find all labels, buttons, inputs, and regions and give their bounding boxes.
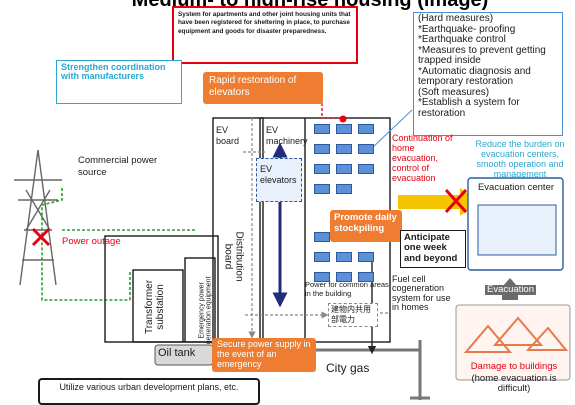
ev-board-label: EV board <box>216 125 240 146</box>
red-pointer-dot <box>339 115 347 123</box>
damage-note: (home evacuation is difficult) <box>471 373 557 395</box>
rapid-restoration-callout: Rapid restoration of elevators <box>203 72 323 104</box>
secure-power-callout: Secure power supply in the event of an e… <box>212 338 316 372</box>
red-x-icons <box>31 188 468 247</box>
evacuation-label: Evacuation <box>485 284 537 295</box>
promote-stockpiling-callout: Promote daily stockpiling <box>330 210 402 242</box>
anticipate-callout: Anticipate one week and beyond <box>400 230 466 268</box>
city-gas-label: City gas <box>326 361 370 375</box>
measures-list: (Hard measures) *Earthquake- proofing *E… <box>413 12 563 136</box>
common-power-jp-box: 建物内共用部電力 <box>328 303 378 327</box>
power-outage-label: Power outage <box>62 236 121 247</box>
fuel-cell-label: Fuel cell cogeneration system for use in… <box>392 274 451 313</box>
oil-tank-label: Oil tank <box>158 347 196 359</box>
ev-machinery-label: EV machinery <box>266 125 308 146</box>
emergency-power-label: Emergency power generation equipment <box>198 276 213 345</box>
transmission-tower-icon <box>14 149 62 286</box>
transformer-label: Transformer substation <box>144 279 166 335</box>
measures-pointer <box>371 109 413 149</box>
page-title: Medium- to high-rise housing (image) <box>132 0 489 11</box>
continuation-label: Continuation of home evacuation, control… <box>392 133 453 183</box>
shelter-note-callout: System for apartments and other joint ho… <box>172 6 358 64</box>
red-pointer-line <box>321 78 344 119</box>
power-line-dashed <box>41 188 195 301</box>
urban-development-callout: Utilize various urban development plans,… <box>38 378 260 405</box>
common-power-label: Power for common areas in the building <box>305 280 389 298</box>
commercial-power-label: Commercial power source <box>78 155 158 179</box>
gas-pipe <box>300 340 430 400</box>
damage-title: Damage to buildings <box>470 361 558 372</box>
damaged-houses-icon <box>455 304 571 381</box>
distribution-board-label: Distribution board <box>223 231 245 282</box>
evacuation-center-icon <box>467 177 564 271</box>
evacuation-center-label: Evacuation center <box>477 182 555 193</box>
reduce-burden-label: Reduce the burden on evacuation centers,… <box>475 139 565 179</box>
ev-elevators-box: EV elevators <box>256 158 302 202</box>
strengthen-callout: Strengthen coordination with manufacture… <box>56 60 182 104</box>
